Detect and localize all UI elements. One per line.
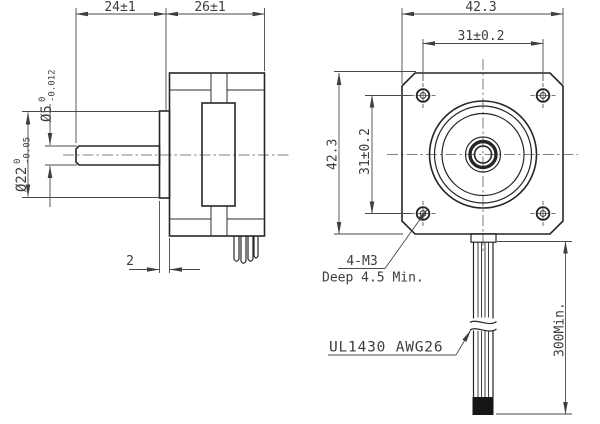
- shaft-circles: [464, 136, 502, 173]
- motor-body-side: [168, 72, 266, 237]
- mounting-holes: [410, 83, 556, 226]
- mounting-hole-note: 4-M3 Deep 4.5 Min.: [322, 209, 428, 286]
- dim-shaft-diameter: Ø5 0 -0.012: [38, 69, 77, 207]
- dim-face-height: 42.3: [326, 71, 416, 235]
- dim-shaft-length: 24±1: [75, 0, 167, 143]
- dim-shaft-diameter-label: Ø5: [39, 105, 55, 122]
- dim-boss-diameter-tol-upper: 0: [13, 159, 23, 164]
- stator-stack: [201, 102, 236, 207]
- dim-hole-spacing-h: 31±0.2: [422, 29, 544, 81]
- dim-boss-diameter-tol-lower: -0.05: [23, 137, 33, 164]
- flange-plate: [158, 110, 171, 199]
- boss-circles: [428, 100, 538, 209]
- motor-shaft: [75, 145, 161, 166]
- dim-wire-length-label: 300Min.: [553, 302, 568, 357]
- dim-shaft-length-label: 24±1: [104, 0, 135, 15]
- dim-flange-thickness-label: 2: [126, 254, 134, 269]
- dim-boss-diameter-label: Ø22: [14, 167, 30, 192]
- dim-shaft-diameter-tol-lower: -0.012: [48, 69, 58, 102]
- dim-wire-length: 300Min.: [496, 241, 572, 415]
- wire-spec-label: UL1430 AWG26: [329, 340, 443, 356]
- dim-shaft-diameter-tol-upper: 0: [38, 97, 48, 102]
- dim-boss-diameter: Ø22 0 -0.05: [13, 111, 160, 198]
- dim-face-width-label: 42.3: [465, 0, 496, 15]
- mounting-hole-note-line2: Deep 4.5 Min.: [322, 271, 424, 286]
- wire-bundle: [469, 233, 497, 415]
- mounting-hole-note-line1: 4-M3: [346, 254, 377, 269]
- dim-body-depth-label: 26±1: [194, 0, 225, 15]
- wire-spec-note: UL1430 AWG26: [328, 330, 471, 356]
- dim-hole-spacing-v-label: 31±0.2: [358, 128, 373, 175]
- side-view: 24±1 26±1 Ø5 0 -0.012 Ø22 0: [13, 0, 291, 273]
- wire-break-symbol: [469, 320, 497, 332]
- wire-ends: [472, 397, 494, 415]
- dim-hole-spacing-h-label: 31±0.2: [458, 29, 505, 44]
- wire-exit-stub: [470, 233, 497, 243]
- dim-face-width: 42.3: [401, 0, 564, 84]
- motor-face-outline: [401, 72, 564, 235]
- dim-face-height-label: 42.3: [326, 139, 341, 170]
- lead-wires-side: [233, 236, 259, 264]
- dim-flange-thickness: 2: [126, 201, 200, 273]
- dim-hole-spacing-v: 31±0.2: [358, 95, 411, 214]
- dim-body-depth: 26±1: [165, 0, 265, 71]
- front-view: 42.3 31±0.2 42.3 31±0.2 4-M3: [322, 0, 578, 415]
